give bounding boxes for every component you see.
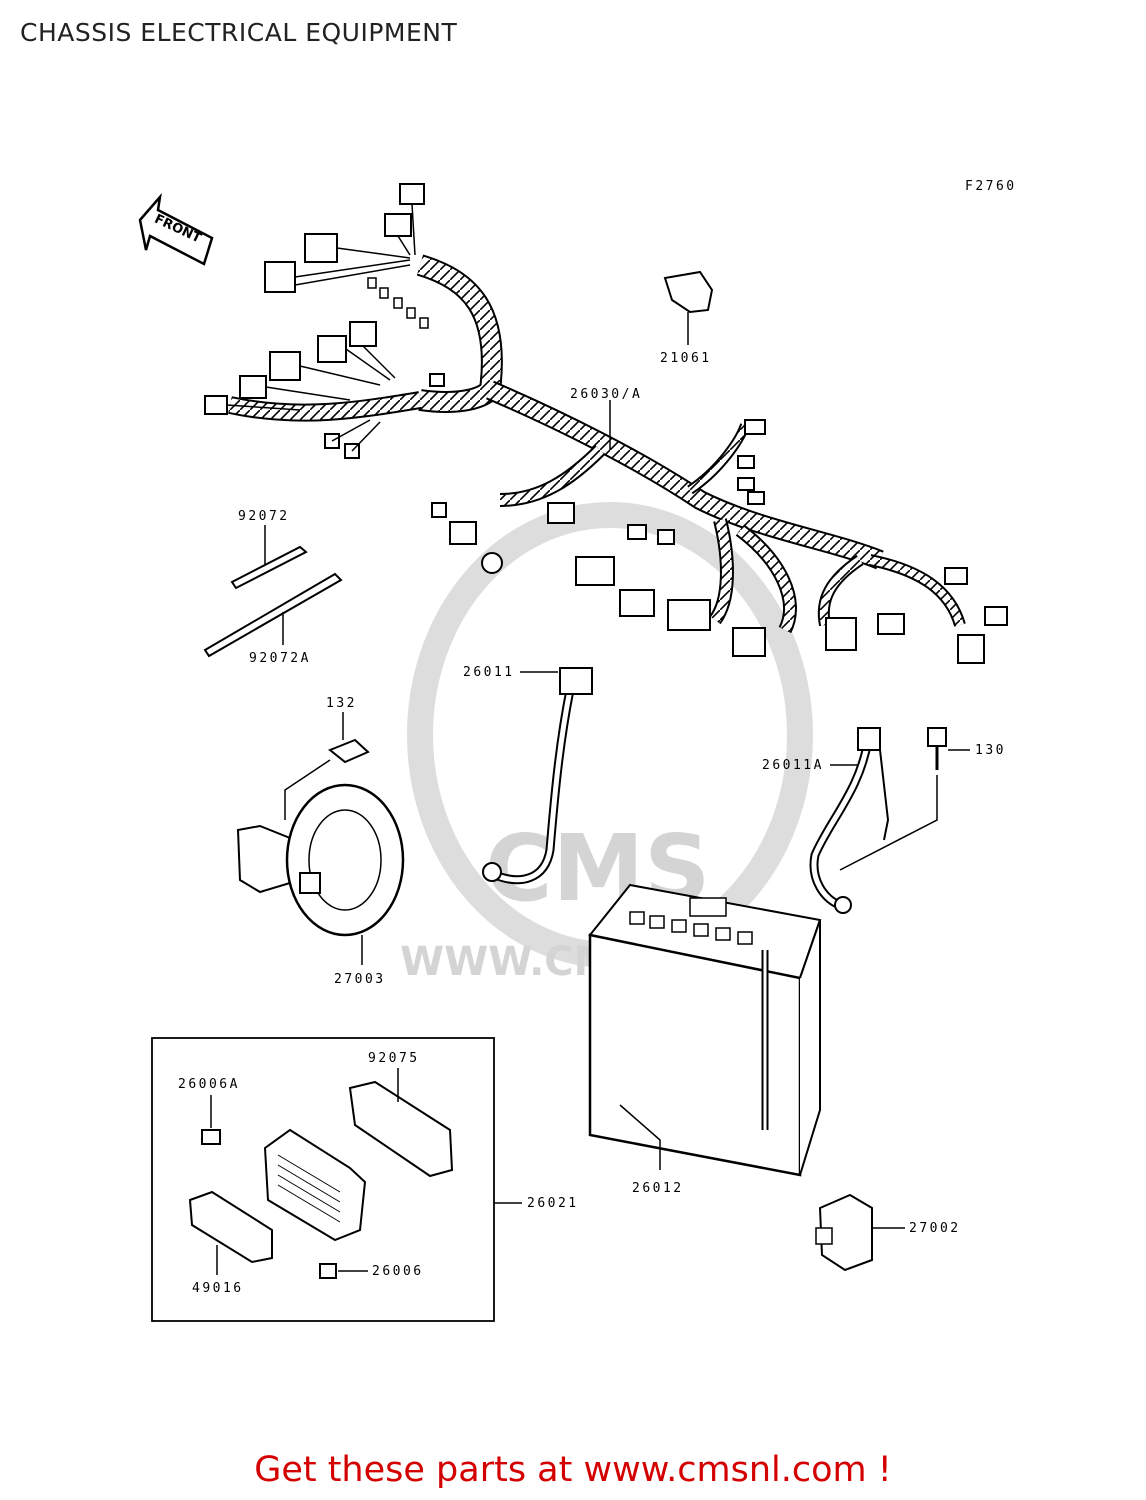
part-label-26006a: 26006A <box>178 1077 240 1092</box>
relay-27002: 27002 <box>815 1193 961 1272</box>
part-label-92072a: 92072A <box>249 651 311 666</box>
part-label-26021: 26021 <box>527 1196 579 1211</box>
part-label-130: 130 <box>975 743 1006 758</box>
battery-26012: 26012 <box>588 883 822 1196</box>
cable-ties: 92072 92072A <box>203 509 343 666</box>
part-label-92075: 92075 <box>368 1051 420 1066</box>
part-label-27002: 27002 <box>909 1221 961 1236</box>
part-label-26012: 26012 <box>632 1181 684 1196</box>
part-label-26030a: 26030/A <box>570 387 642 402</box>
bolt-132: 132 <box>284 696 370 820</box>
part-label-26011a: 26011A <box>762 758 824 773</box>
front-arrow-icon: FRONT <box>138 192 214 266</box>
part-label-132: 132 <box>326 696 357 711</box>
bolt-130: 130 <box>839 727 1006 871</box>
wiring-harness <box>204 183 1008 664</box>
part-label-92072: 92072 <box>238 509 290 524</box>
horn-27003: 27003 <box>236 783 405 987</box>
battery-cable-26011a: 26011A <box>762 727 890 914</box>
relay-21061: 21061 <box>660 270 714 366</box>
promo-link[interactable]: Get these parts at www.cmsnl.com ! <box>254 1450 892 1490</box>
part-label-27003: 27003 <box>334 972 386 987</box>
part-label-26011: 26011 <box>463 665 515 680</box>
fuse-kit-frame <box>151 1037 495 1322</box>
part-label-49016: 49016 <box>192 1281 244 1296</box>
battery-cable-26011: 26011 <box>463 665 593 885</box>
figure-code: F2760 <box>965 179 1017 194</box>
page-title: CHASSIS ELECTRICAL EQUIPMENT <box>20 18 458 47</box>
part-label-26006: 26006 <box>372 1264 424 1279</box>
part-label-21061: 21061 <box>660 351 712 366</box>
fuse-kit-26021: 26021 92075 26006A 49016 26006 <box>151 1037 579 1322</box>
